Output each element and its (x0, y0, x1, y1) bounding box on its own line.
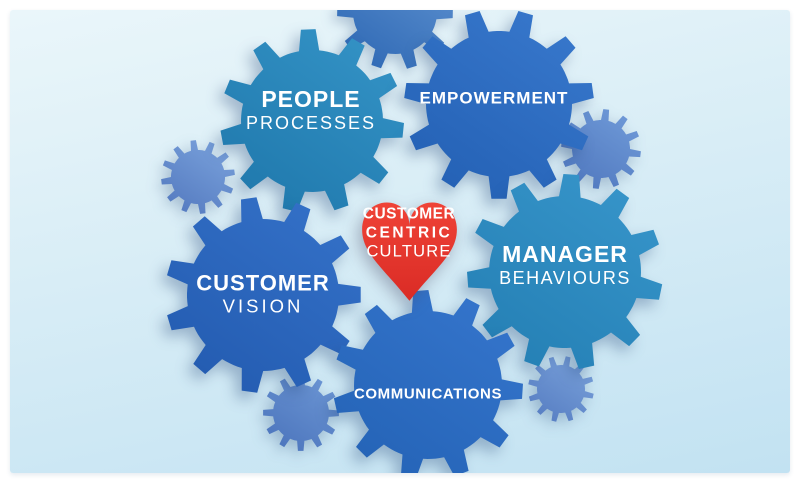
accent-gear-left (161, 140, 235, 214)
gear-label-people-processes: PEOPLE PROCESSES (245, 86, 377, 133)
gear-label-line: PEOPLE (261, 86, 361, 113)
heart-icon (362, 202, 457, 301)
accent-gear-bottom-left (263, 375, 339, 451)
heart-label-line-2: CENTRIC (365, 224, 453, 242)
gear-customer-vision (167, 197, 361, 393)
gear-layer (161, 10, 663, 473)
heart-label: CUSTOMER CENTRIC CULTURE (363, 206, 455, 263)
gear-label-line: COMMUNICATIONS (353, 385, 503, 403)
heart-label-line-3: CULTURE (366, 242, 452, 261)
heart-shape (362, 202, 457, 301)
gear-label-empowerment: EMPOWERMENT (420, 88, 569, 107)
gear-label-line: VISION (222, 294, 304, 316)
gear-label-line: CUSTOMER (196, 270, 330, 296)
accent-gear-bottom-right (528, 356, 594, 422)
gear-empowerment (404, 11, 594, 199)
gear-label-manager-behaviours: MANAGER BEHAVIOURS (499, 241, 631, 288)
diagram-canvas: CUSTOMER CENTRIC CULTURE PEOPLE PROCESSE… (10, 10, 790, 473)
gear-label-customer-vision: CUSTOMER VISION (196, 271, 330, 316)
gear-communications (333, 290, 523, 473)
gear-label-line: BEHAVIOURS (499, 267, 631, 288)
accent-gear-right (561, 109, 641, 189)
gear-label-line: MANAGER (502, 241, 628, 268)
accent-gear-top (337, 10, 453, 69)
gear-label-line: EMPOWERMENT (419, 88, 569, 108)
gear-people-processes (220, 29, 404, 212)
gear-label-communications: COMMUNICATIONS (353, 385, 503, 404)
gear-label-line: PROCESSES (245, 112, 377, 133)
gear-manager-behaviours (467, 174, 663, 369)
heart-label-line-1: CUSTOMER (362, 205, 456, 223)
